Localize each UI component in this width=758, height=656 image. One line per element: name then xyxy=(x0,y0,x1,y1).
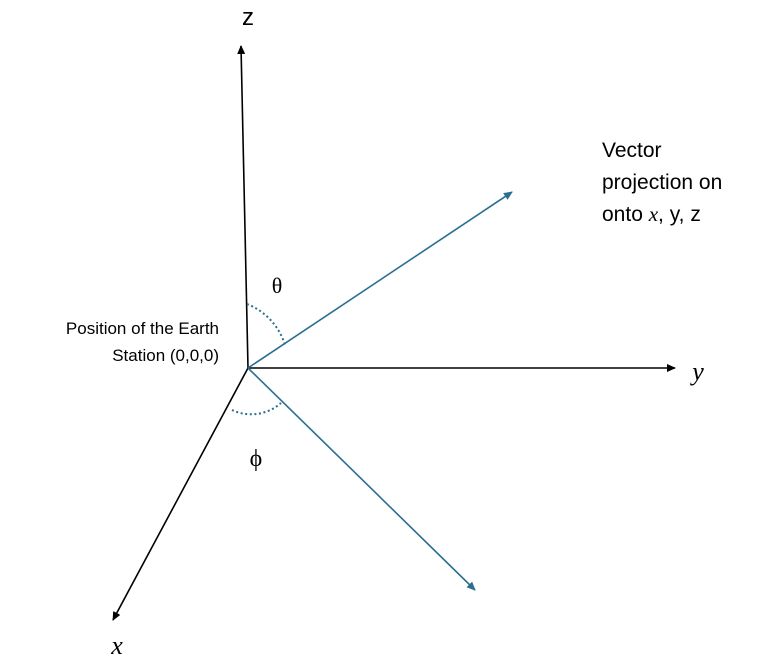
theta-label: θ xyxy=(272,273,283,298)
vector-caption-x: x xyxy=(648,202,659,226)
y-axis-label: y xyxy=(689,357,704,386)
phi-arc xyxy=(231,402,282,416)
theta-arc xyxy=(246,303,286,346)
vector-caption-line1: Vector xyxy=(602,139,662,162)
vector-lower xyxy=(247,367,476,591)
origin-label-line1: Position of the Earth xyxy=(66,319,219,338)
vector-caption-prefix: onto xyxy=(602,203,649,226)
phi-label: ϕ xyxy=(250,446,263,472)
x-axis xyxy=(112,367,249,621)
origin-label-line2: Station (0,0,0) xyxy=(112,346,219,365)
z-axis-label: z xyxy=(242,4,254,31)
vector-caption-rest: , y, z xyxy=(658,203,701,226)
vector-upper xyxy=(247,191,513,369)
vector-caption-line2: projection on xyxy=(602,171,722,194)
x-axis-label: x xyxy=(110,631,123,656)
z-axis xyxy=(237,45,249,369)
vector-caption-line3: onto x, y, z xyxy=(602,202,701,226)
